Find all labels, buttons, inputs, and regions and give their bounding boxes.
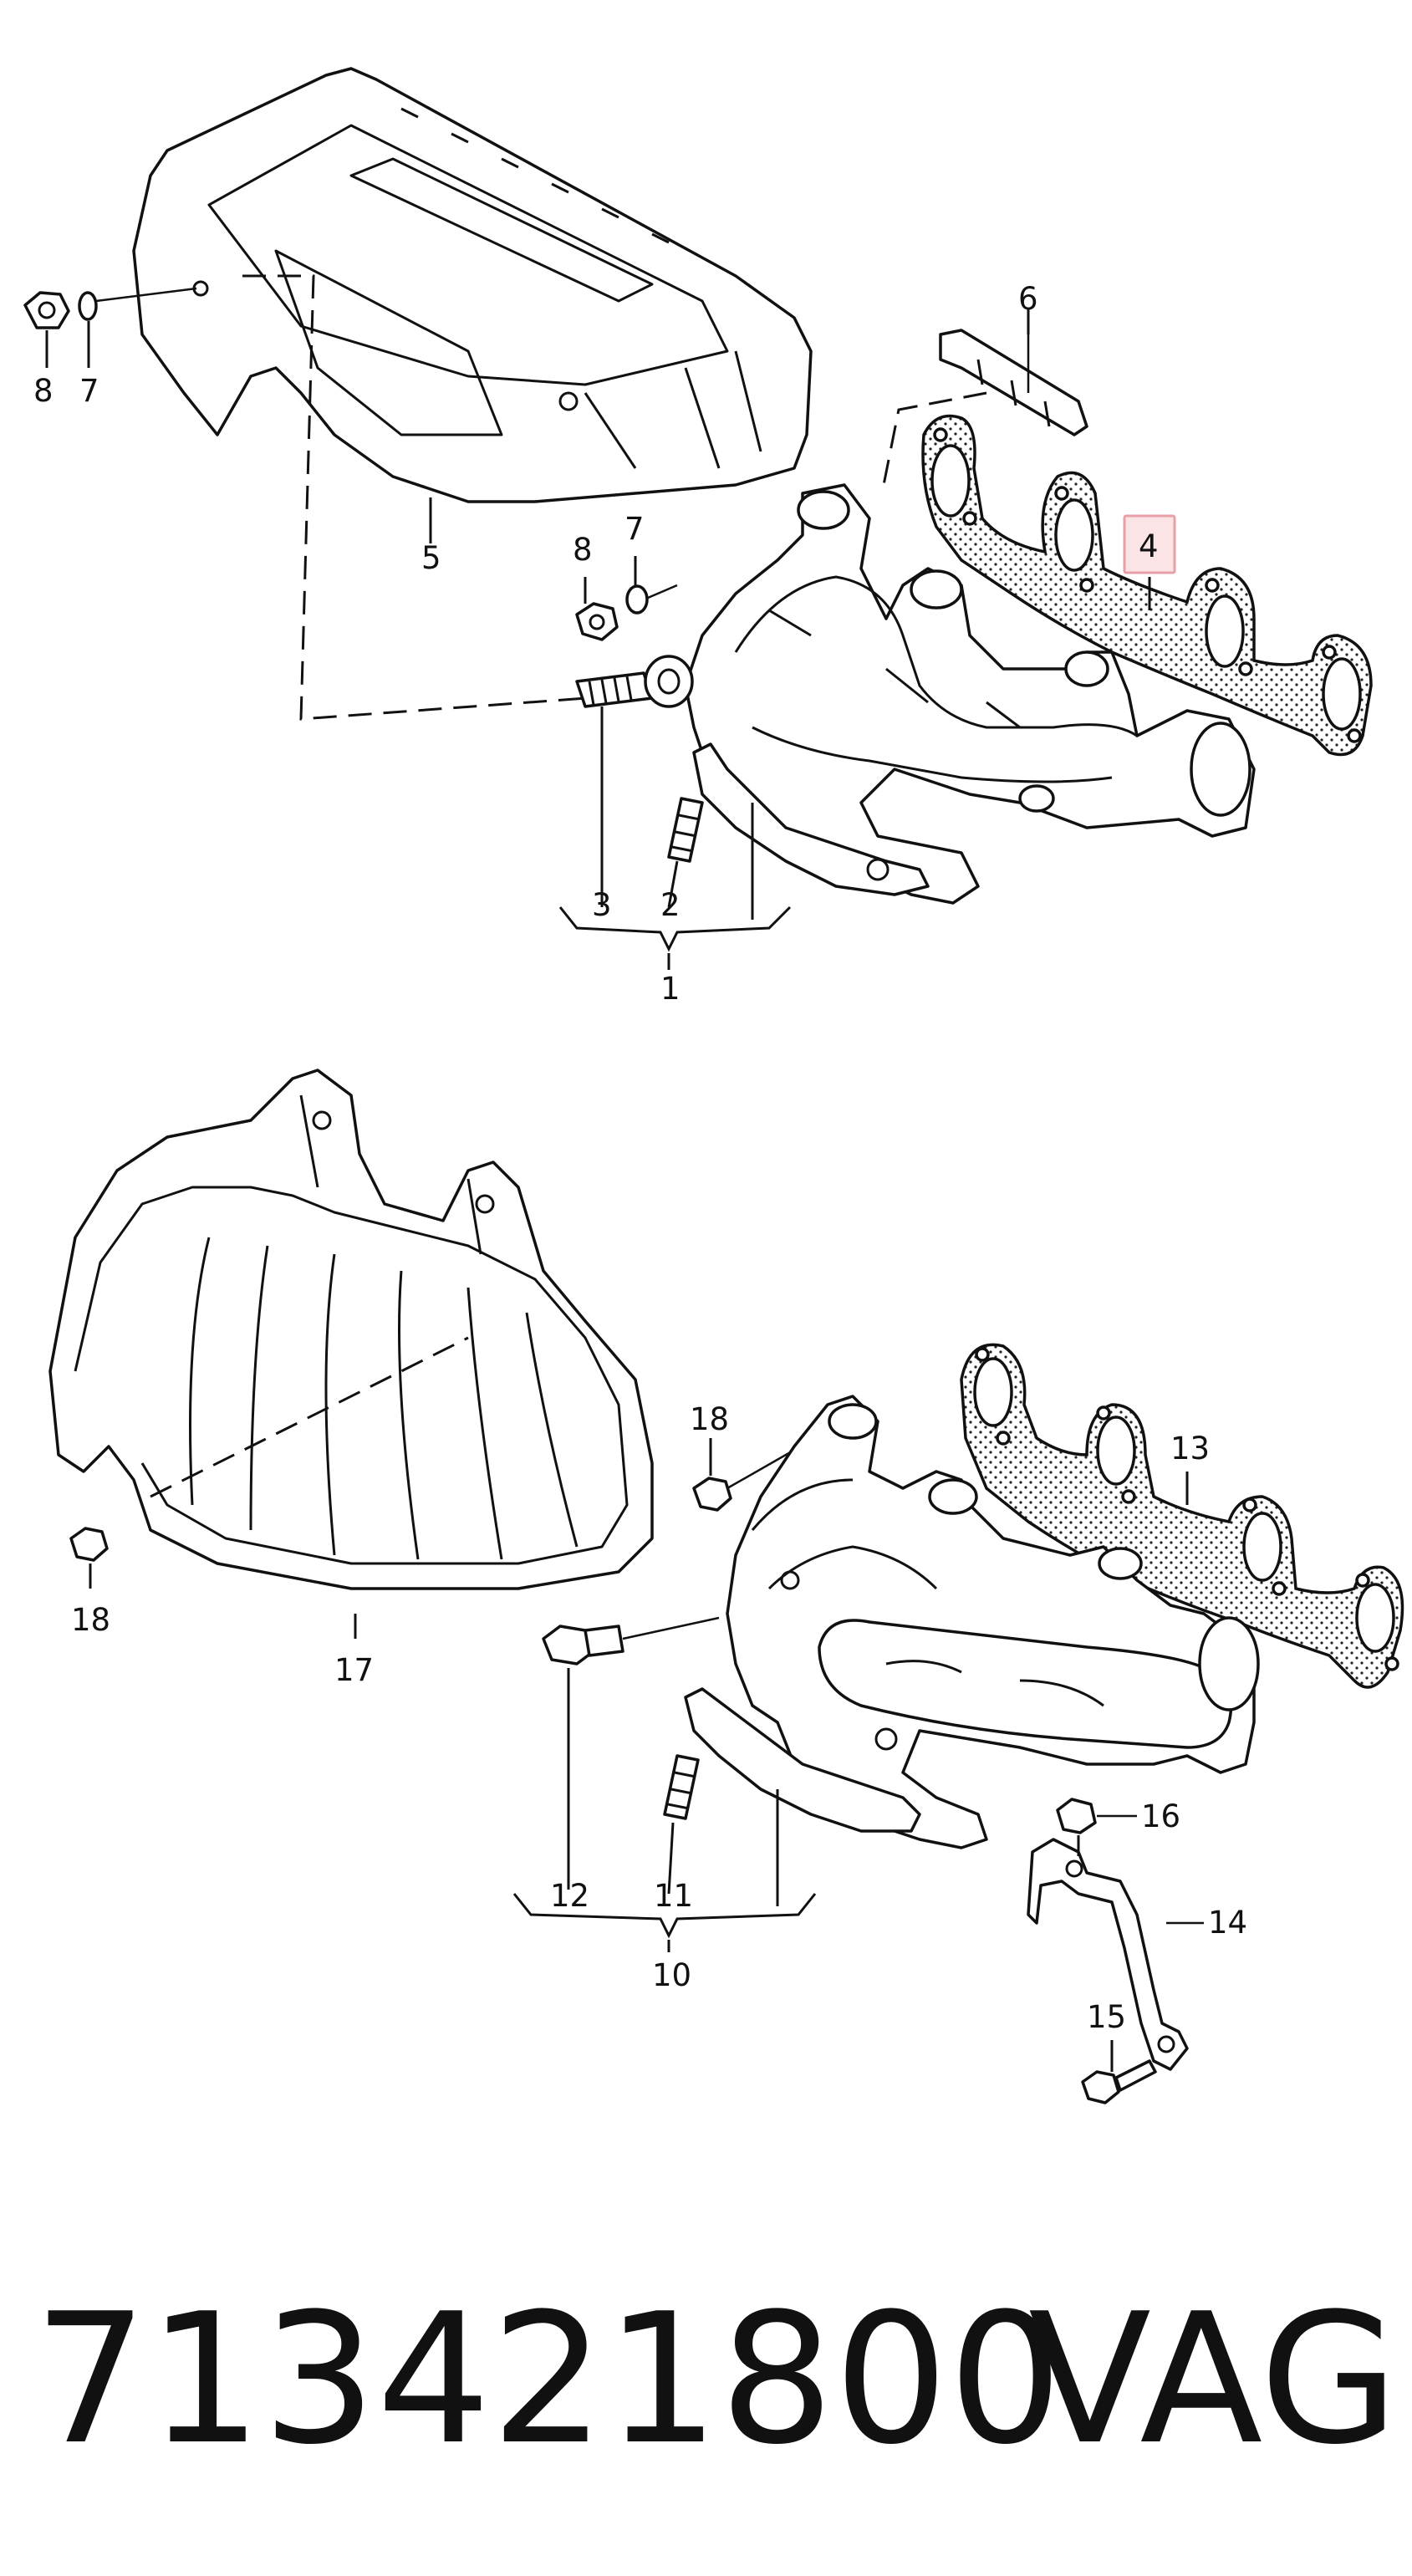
callout-11: 11: [654, 1878, 693, 1914]
callout-18-left: 18: [71, 1602, 110, 1638]
bracket-6: [939, 329, 1088, 436]
callout-18-middle: 18: [690, 1401, 729, 1437]
callout-8-left: 8: [33, 373, 54, 409]
assembly-dashed-line-2: [880, 391, 987, 494]
heat-shield-upper: [132, 67, 813, 503]
callout-12: 12: [550, 1878, 589, 1914]
stud-3: [575, 655, 694, 907]
callout-6: 6: [1018, 281, 1038, 317]
callout-3: 3: [592, 887, 612, 923]
bolt-15: [1081, 2040, 1157, 2104]
callout-14: 14: [1208, 1905, 1247, 1941]
callout-bracket-1: [558, 905, 792, 952]
callout-7-middle: 7: [624, 511, 645, 547]
callout-4: 4: [1139, 528, 1159, 564]
part-number: 713421800: [33, 2274, 1063, 2484]
nut-washer-middle: [575, 556, 678, 641]
assembly-dashed-line-lower: [150, 1336, 469, 1498]
gasket-4: [921, 414, 1373, 757]
callout-17: 17: [334, 1652, 374, 1688]
exhaust-manifold-upper: [684, 483, 1256, 905]
brand-name: VAG: [1028, 2274, 1399, 2484]
support-bracket-14: [1027, 1838, 1204, 2071]
assembly-dashed-line: [242, 274, 645, 721]
plug-12: [542, 1616, 720, 1890]
exhaust-manifold-lower: [684, 1395, 1260, 1849]
callout-10: 10: [652, 1957, 691, 1993]
callout-bracket-10: [512, 1893, 817, 1939]
gasket-13: [960, 1343, 1404, 1689]
callout-7-left: 7: [79, 373, 99, 409]
bolt-16: [1056, 1798, 1137, 1856]
callout-13: 13: [1170, 1431, 1210, 1467]
stud-2: [667, 797, 704, 908]
callout-15: 15: [1087, 1999, 1126, 2035]
callout-8-middle: 8: [573, 532, 593, 568]
callout-2: 2: [660, 887, 681, 923]
callout-5: 5: [421, 540, 441, 576]
heat-shield-lower: [48, 1069, 654, 1590]
callout-16: 16: [1141, 1798, 1180, 1834]
stud-11: [663, 1754, 700, 1895]
nut-18-left: [69, 1527, 109, 1589]
callout-labels: 8 7 5 6 8 7 4 3 2 1 18 13 18 17 16 14 12…: [33, 281, 1247, 2035]
nut-washer-left: [23, 287, 197, 368]
highlight-box-4: [1123, 514, 1176, 574]
callout-1: 1: [660, 971, 681, 1007]
